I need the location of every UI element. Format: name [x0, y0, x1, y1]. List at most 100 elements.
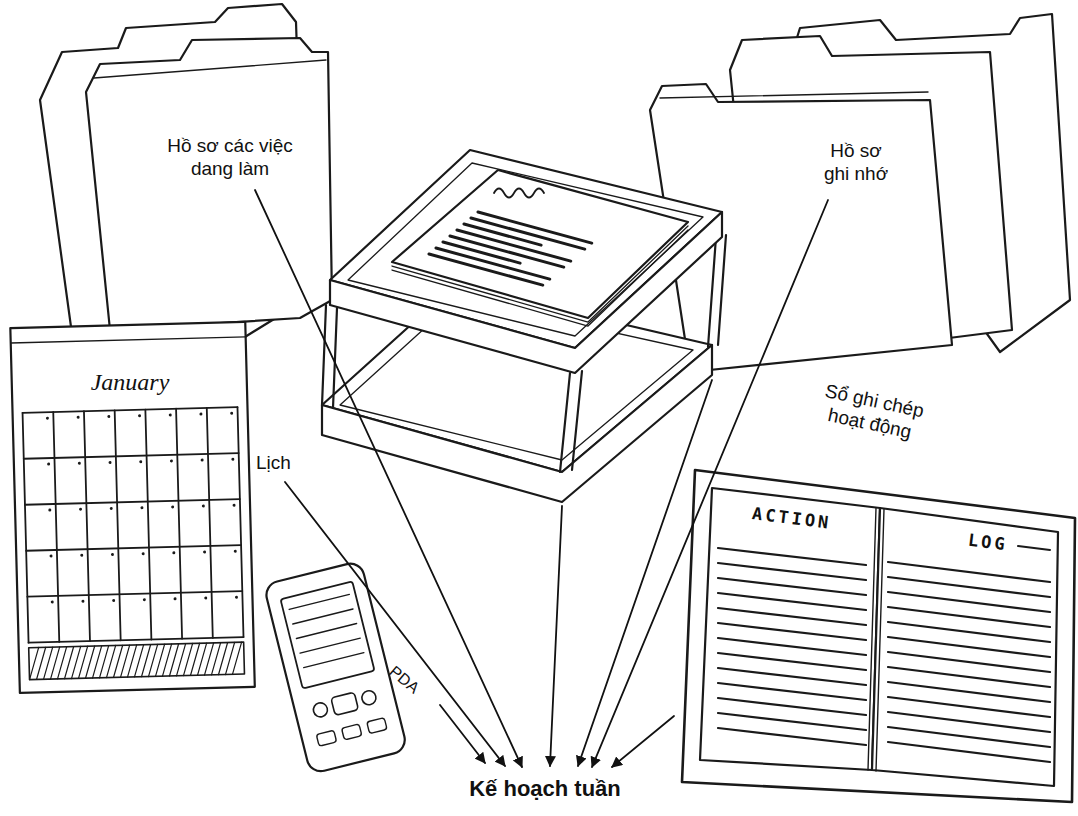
- book-text-line: [718, 593, 866, 610]
- left-folders: [40, 4, 332, 378]
- pda-screen-row: [289, 594, 349, 609]
- paper-text-line: [436, 248, 550, 279]
- tray-wall: [330, 212, 722, 373]
- calendar-day-mark: [49, 555, 52, 558]
- calendar: [10, 322, 254, 693]
- calendar-day-mark: [171, 505, 174, 508]
- leader-arrow: [550, 506, 562, 766]
- book-spine: [868, 508, 884, 771]
- folder-fold: [94, 60, 326, 78]
- book-text-line: [718, 713, 866, 730]
- calendar-page: [10, 322, 254, 693]
- calendar-day-mark: [81, 600, 84, 603]
- book-text-line: [718, 548, 866, 565]
- calendar-day-mark: [48, 509, 51, 512]
- paper-text-line: [478, 212, 592, 243]
- tray-post: [708, 235, 726, 347]
- calendar-day-mark: [174, 597, 177, 600]
- calendar-day-mark: [169, 413, 172, 416]
- book-text-line: [718, 698, 866, 715]
- calendar-day-mark: [204, 597, 207, 600]
- leader-arrow: [592, 200, 828, 767]
- calendar-day-mark: [77, 416, 80, 419]
- calendar-grid: [23, 407, 244, 643]
- calendar-day-mark: [47, 463, 50, 466]
- pda-screen-row: [300, 638, 360, 653]
- calendar-hatching: [29, 642, 243, 680]
- calendar-day-mark: [78, 462, 81, 465]
- file-folder: [86, 38, 332, 330]
- calendar-grid-line: [115, 410, 121, 640]
- pda-screen-row: [304, 653, 364, 668]
- drawing-part: [10, 4, 1075, 802]
- calendar-grid-line: [23, 413, 29, 643]
- right-folders: [650, 14, 1070, 372]
- calendar-grid-line: [53, 412, 59, 642]
- calendar-hatch-line: [232, 642, 243, 674]
- calendar-day-mark: [230, 412, 233, 415]
- book-heading: LOG: [967, 530, 1009, 555]
- calendar-grid-line: [23, 407, 238, 413]
- calendar-grid-line: [27, 591, 242, 597]
- book-text-line: [718, 608, 866, 625]
- tray-post: [322, 305, 337, 408]
- upper-tray: [330, 150, 722, 373]
- calendar-grid-line: [176, 409, 182, 639]
- book-text-line: [718, 623, 866, 640]
- calendar-day-mark: [231, 458, 234, 461]
- paper-text-line: [450, 236, 564, 267]
- calendar-day-mark: [201, 459, 204, 462]
- folder-fold: [660, 92, 928, 98]
- pda-button: [360, 689, 377, 706]
- pda-button: [316, 730, 336, 746]
- calendar-day-mark: [143, 598, 146, 601]
- calendar-band: [29, 642, 245, 680]
- calendar-grid-line: [25, 499, 240, 505]
- calendar-day-mark: [79, 508, 82, 511]
- calendar-label: Lịch: [256, 452, 291, 475]
- paper-text-line: [429, 254, 543, 285]
- calendar-binding: [11, 337, 246, 343]
- calendar-day-mark: [138, 414, 141, 417]
- calendar-day-mark: [110, 507, 113, 510]
- calendar-day-mark: [235, 596, 238, 599]
- calendar-day-mark: [108, 461, 111, 464]
- calendar-day-mark: [112, 599, 115, 602]
- calendar-day-mark: [107, 415, 110, 418]
- calendar-day-mark: [202, 505, 205, 508]
- paper-text-line: [457, 230, 571, 261]
- calendar-grid-line: [24, 453, 239, 459]
- book-text-line: [718, 638, 866, 655]
- book-heading: ACTION: [751, 503, 832, 533]
- pda-screen-row: [296, 624, 356, 639]
- pda-button: [312, 701, 329, 718]
- leader-arrow: [612, 716, 674, 767]
- book-text-line: [718, 578, 866, 595]
- folder-label: Hồ sơ các việc dang làm: [150, 135, 310, 181]
- leader-arrow: [255, 190, 522, 767]
- log-label: Sổ ghi chép hoạt động: [809, 378, 936, 448]
- calendar-day-mark: [203, 551, 206, 554]
- leader-arrows: [255, 190, 828, 767]
- calendar-grid-line: [145, 410, 151, 640]
- calendar-grid-line: [207, 408, 213, 638]
- leader-arrow: [440, 705, 485, 763]
- month-name: January: [60, 368, 200, 397]
- pda-label: PDA: [386, 662, 424, 698]
- target-label: Kế hoạch tuần: [430, 776, 660, 802]
- action-log-book: [682, 470, 1075, 802]
- book-text-line: [718, 653, 866, 670]
- pda-button: [342, 724, 362, 740]
- pda-button: [367, 718, 387, 734]
- calendar-grid-line: [26, 545, 241, 551]
- book-cover: [682, 470, 1075, 802]
- calendar-day-mark: [140, 506, 143, 509]
- pda-button: [331, 692, 359, 715]
- pda-screen-row: [293, 609, 353, 624]
- calendar-day-mark: [233, 504, 236, 507]
- book-text-lines: [718, 548, 1050, 762]
- paper-text-line: [471, 218, 585, 249]
- tray-post: [560, 371, 582, 472]
